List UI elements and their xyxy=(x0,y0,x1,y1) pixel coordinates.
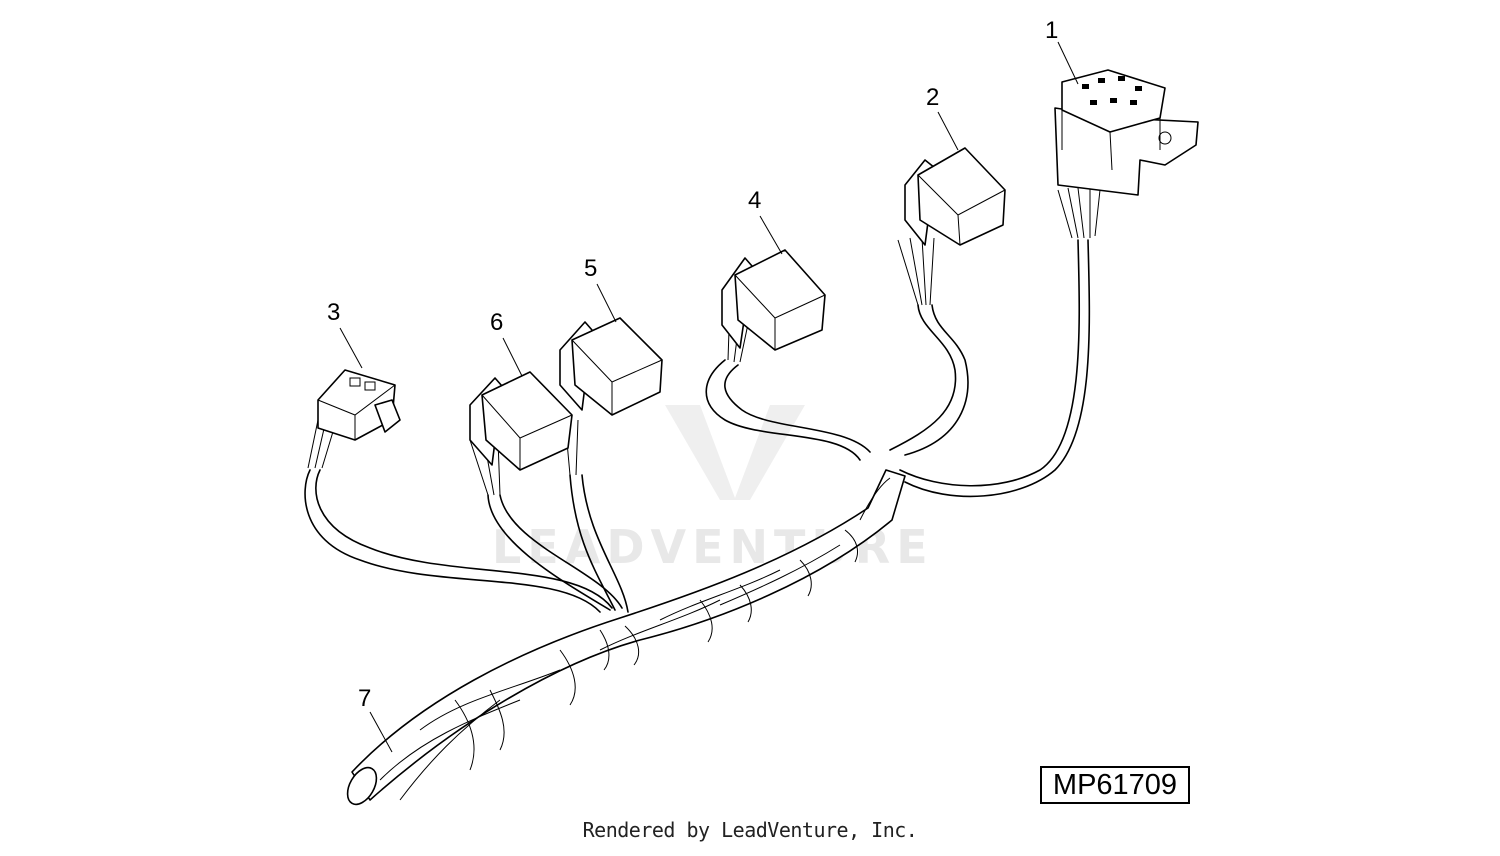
callout-1: 1 xyxy=(1045,17,1058,44)
leader-lines xyxy=(339,41,1079,753)
branch-5-6 xyxy=(469,419,629,613)
callout-5: 5 xyxy=(584,255,597,282)
connector-6 xyxy=(469,371,573,471)
leader-line-6 xyxy=(502,337,523,377)
connector-3 xyxy=(317,369,401,441)
leader-line-2 xyxy=(937,111,959,151)
connector-1 xyxy=(1054,69,1199,196)
callout-3: 3 xyxy=(327,299,340,326)
callout-7: 7 xyxy=(358,685,371,712)
leader-line-7 xyxy=(369,711,393,753)
connector-2 xyxy=(904,147,1006,246)
connector-5 xyxy=(559,317,663,416)
branch-1 xyxy=(899,187,1101,498)
main-trunk xyxy=(346,469,906,806)
leader-line-1 xyxy=(1057,41,1079,85)
branch-2 xyxy=(889,237,969,456)
leader-line-3 xyxy=(339,327,363,369)
footer-credit: Rendered by LeadVenture, Inc. xyxy=(582,818,918,842)
callout-2: 2 xyxy=(926,84,939,111)
leader-line-5 xyxy=(596,283,617,323)
leader-line-4 xyxy=(759,215,783,255)
connector-4 xyxy=(721,249,826,351)
callout-4: 4 xyxy=(748,187,761,214)
figure-reference-code: MP61709 xyxy=(1040,766,1190,804)
branch-3 xyxy=(304,419,613,613)
callout-6: 6 xyxy=(490,309,503,336)
